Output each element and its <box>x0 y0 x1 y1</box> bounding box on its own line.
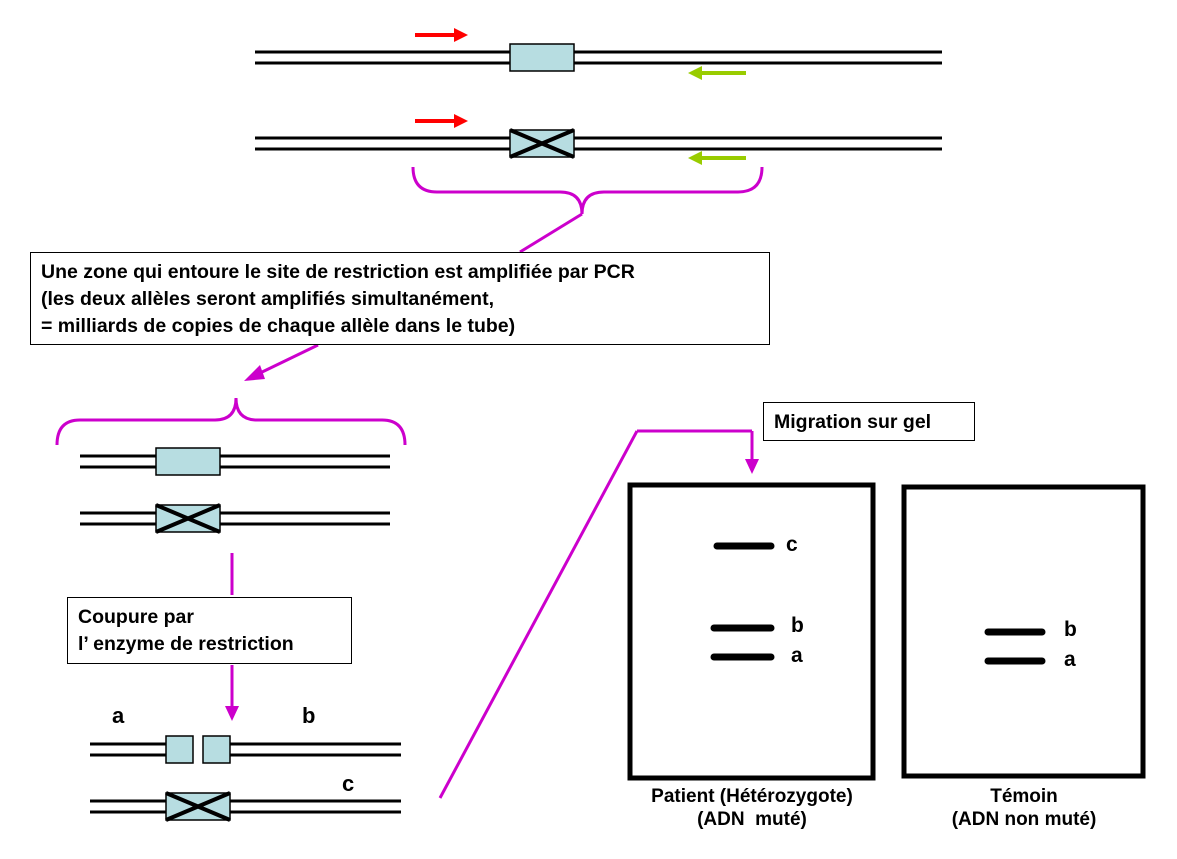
amplified-products-bracket <box>55 397 407 446</box>
pcr-line-3: = milliards de copies de chaque allèle d… <box>41 315 516 337</box>
connector-diagonal <box>438 430 639 799</box>
fragment-cut-normal <box>90 735 401 764</box>
connector-pcr-to-products <box>257 343 319 376</box>
fragment-label-a: a <box>112 703 125 728</box>
allele-mutated-top <box>255 128 942 159</box>
band-label-control-b: b <box>1064 618 1077 641</box>
gel-patient-caption-2: (ADN muté) <box>697 809 807 830</box>
pcr-explanation-box: Une zone qui entoure le site de restrict… <box>30 252 770 345</box>
reverse-primer-arrow-2 <box>688 151 746 165</box>
gel-patient-caption-1: Patient (Hétérozygote) <box>651 786 853 807</box>
cut-line-1: Coupure par <box>78 606 194 628</box>
gel-control-caption-1: Témoin <box>990 786 1058 807</box>
band-label-control-a: a <box>1064 648 1076 671</box>
pcr-line-1: Une zone qui entoure le site de restrict… <box>41 261 635 283</box>
cut-line-2: l’ enzyme de restriction <box>78 633 294 655</box>
restriction-site-normal <box>509 43 575 72</box>
fragment-label-b: b <box>302 703 316 728</box>
cut-explanation-box: Coupure par l’ enzyme de restriction <box>67 597 352 664</box>
band-label-patient-a: a <box>791 644 803 667</box>
connector-top <box>519 212 583 254</box>
allele-normal-top <box>255 43 942 72</box>
migration-label: Migration sur gel <box>774 411 932 433</box>
gel-control-caption: Témoin (ADN non muté) <box>914 785 1134 831</box>
forward-primer-arrow-2 <box>415 114 468 128</box>
forward-primer-arrow <box>415 28 468 42</box>
band-label-patient-c: c <box>786 533 798 556</box>
amplicon-normal <box>80 447 390 476</box>
migration-box: Migration sur gel <box>763 402 975 441</box>
fragment-uncut-mutated <box>90 791 401 822</box>
band-label-patient-b: b <box>791 614 804 637</box>
gel-control-caption-2: (ADN non muté) <box>951 809 1097 830</box>
gel-patient-caption: Patient (Hétérozygote) (ADN muté) <box>612 785 892 831</box>
amplified-zone-bracket <box>411 166 764 215</box>
amplicon-mutated <box>80 503 390 534</box>
reverse-primer-arrow <box>688 66 746 80</box>
fragment-label-c: c <box>342 771 355 796</box>
gel-patient <box>627 482 876 781</box>
pcr-line-2: (les deux allèles seront amplifiés simul… <box>41 288 494 310</box>
